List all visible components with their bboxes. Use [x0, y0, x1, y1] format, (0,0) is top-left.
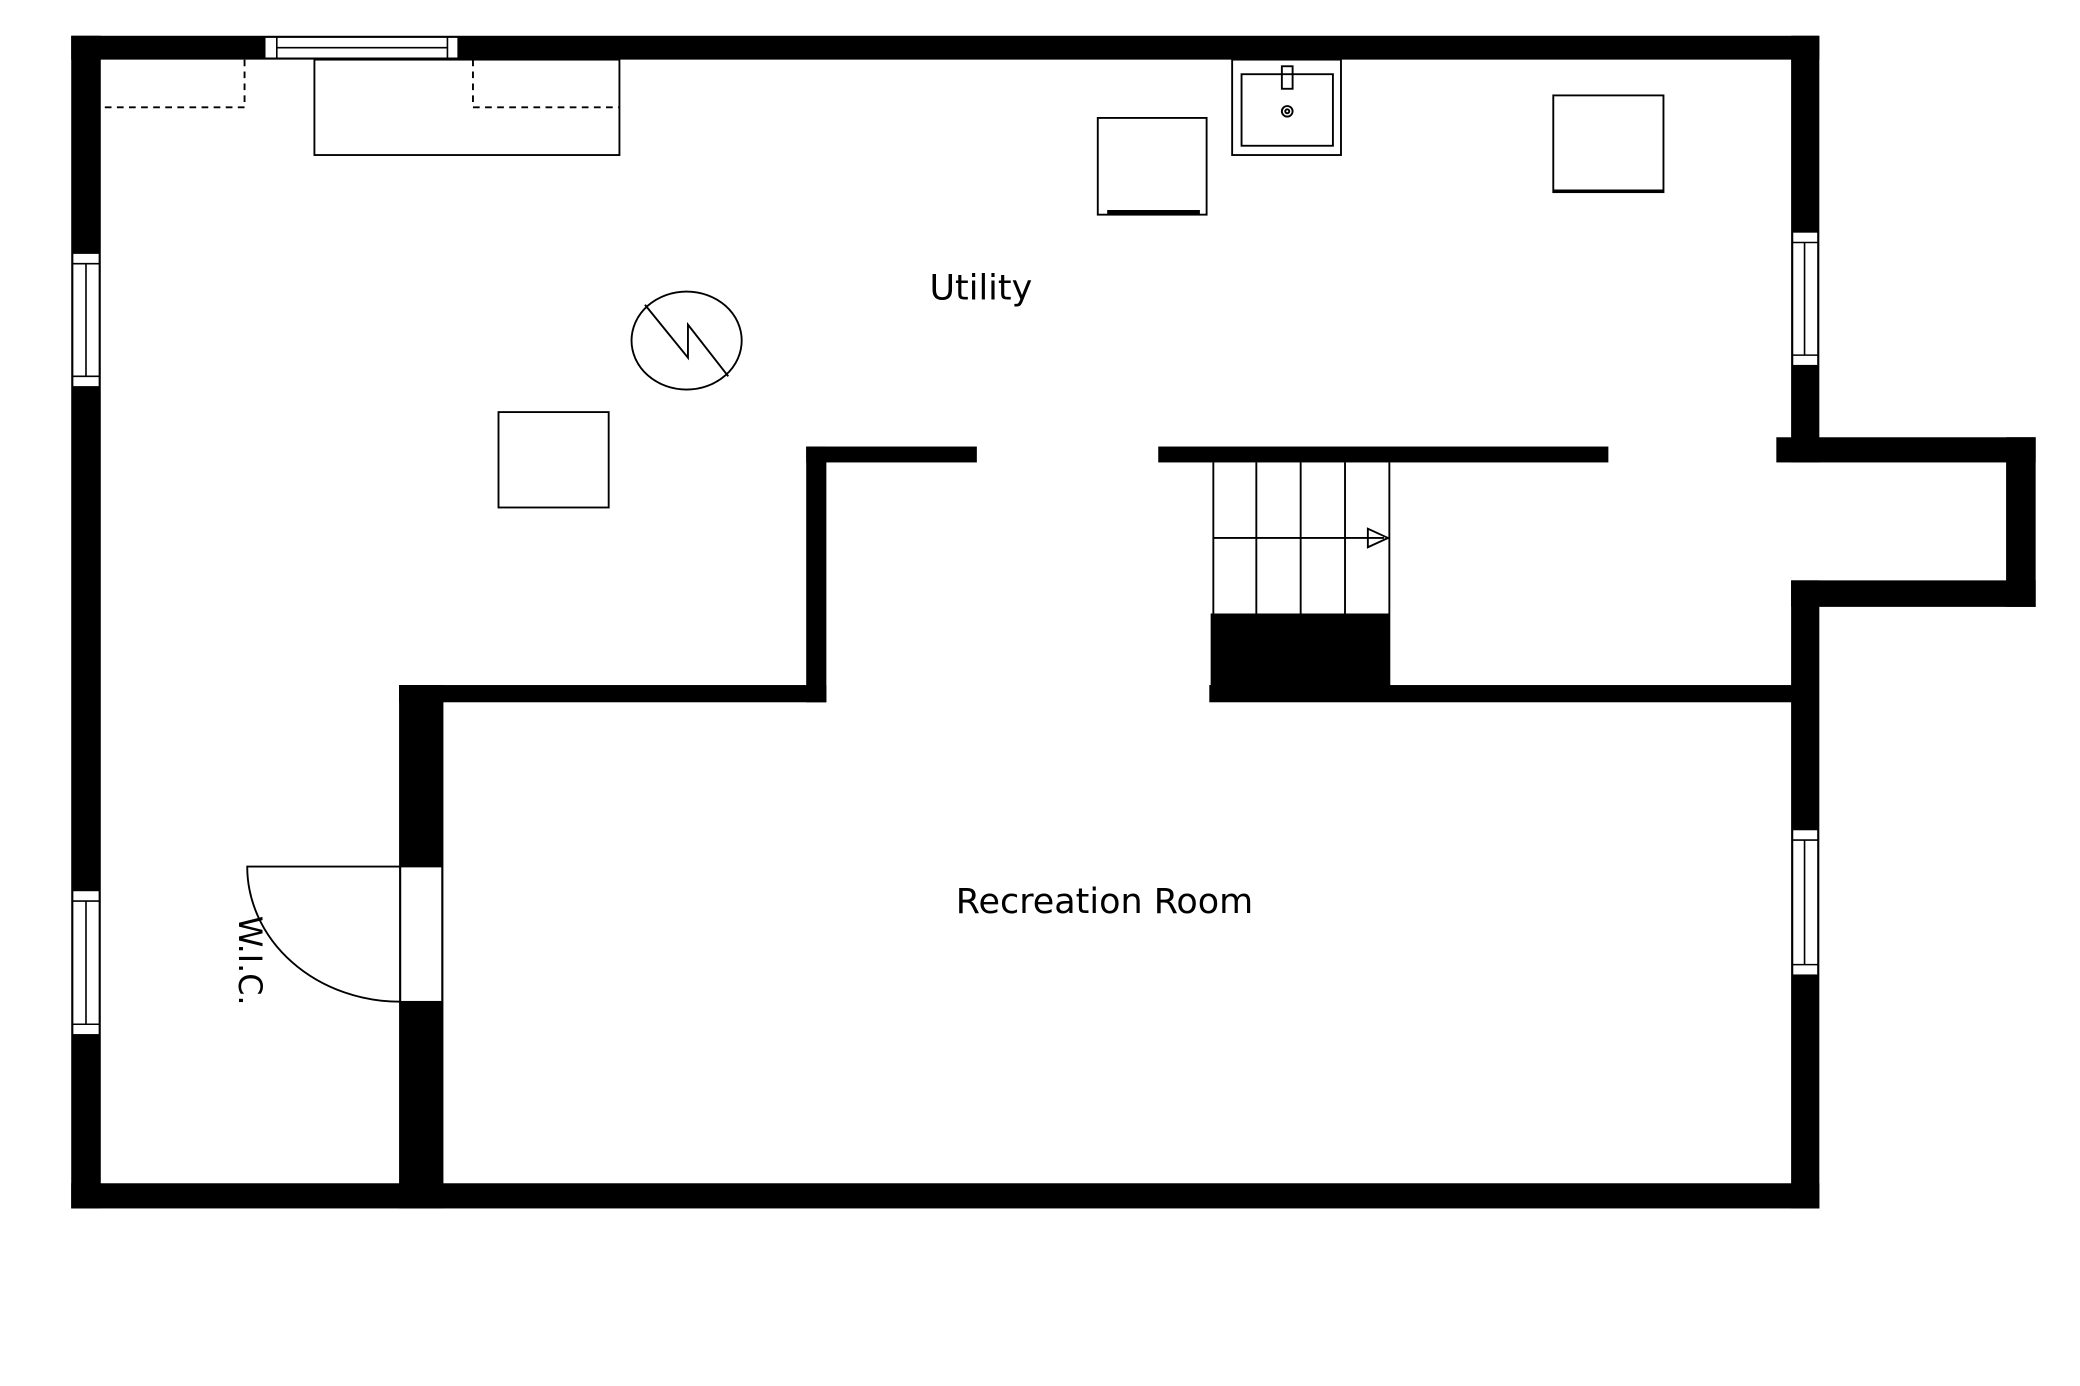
wall-bump-top [1776, 437, 2036, 463]
walls [71, 35, 2036, 1209]
wall-inner-a [806, 446, 977, 463]
wic-door [246, 865, 443, 1003]
wall-bump-bottom [1791, 580, 2036, 607]
room-label-wic: W.I.C. [231, 916, 269, 1006]
wall-bottom [71, 1183, 1820, 1209]
wall-inner-v [806, 446, 827, 703]
windows [71, 36, 1819, 1036]
wall-top [71, 35, 1820, 60]
water-heater-icon [630, 290, 743, 391]
door-swing [246, 865, 401, 1003]
room-label-utility: Utility [930, 269, 1033, 309]
fixtures [104, 58, 1665, 509]
stair-landing [1210, 613, 1390, 696]
dashed-cabinet-right [472, 59, 620, 109]
wall-inner-b [1158, 446, 1609, 463]
furnace [497, 411, 610, 509]
drain-icon [1280, 105, 1294, 118]
wall-inner-h1 [399, 685, 827, 703]
utility-sink [1231, 58, 1342, 156]
washer [1096, 117, 1208, 216]
wall-bump-right [2006, 437, 2036, 607]
dashed-cabinet-left [104, 59, 246, 109]
stairs [1212, 462, 1391, 696]
room-label-recreation-room: Recreation Room [956, 882, 1253, 922]
stair-arrow-icon [1366, 527, 1391, 549]
dryer [1552, 94, 1665, 194]
